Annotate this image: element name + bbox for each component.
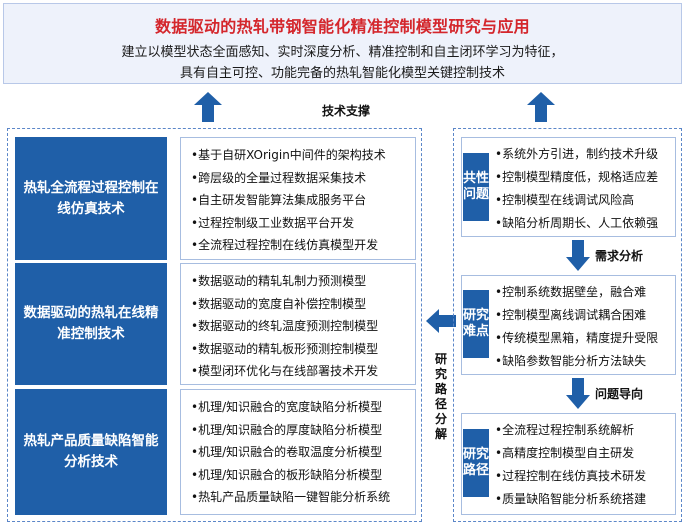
tech-list-precision-control: •数据驱动的精轧轧制力预测模型 •数据驱动的宽度自补偿控制模型 •数据驱动的终轧…	[180, 263, 416, 385]
tech-title-precision-control: 数据驱动的热轧在线精准控制技术	[15, 263, 167, 385]
list-item: •高精度控制模型自主研发	[495, 446, 635, 460]
up-arrow-right	[527, 92, 555, 122]
common-problems-tab: 共性问题	[463, 153, 489, 221]
list-item: •机理/知识融合的宽度缺陷分析模型	[191, 400, 383, 414]
list-item: •过程控制在线仿真技术研发	[495, 469, 647, 483]
problem-oriented-label: 问题导向	[595, 387, 644, 401]
list-item: •数据驱动的宽度自补偿控制模型	[191, 296, 367, 311]
down-arrow-demand	[566, 240, 590, 272]
list-item: •热轧产品质量缺陷一键智能分析系统	[191, 490, 391, 504]
banner-description-line-1: 建立以模型状态全面感知、实时深度分析、精准控制和自主闭环学习为特征，	[121, 45, 564, 60]
research-path-box	[461, 413, 676, 515]
research-path-tab: 研究路径	[463, 429, 489, 497]
list-item: •控制模型精度低，规格适应差	[495, 170, 659, 184]
list-item: •全流程过程控制在线仿真模型开发	[191, 238, 379, 252]
list-item: •跨层级的全量过程数据采集技术	[191, 170, 367, 185]
technology-region	[7, 128, 422, 522]
list-item: •数据驱动的精轧轧制力预测模型	[191, 274, 367, 288]
research-region	[453, 128, 682, 522]
up-arrow-left	[194, 92, 222, 122]
list-item: •全流程过程控制系统解析	[495, 423, 635, 437]
tech-list-defect-analysis: •机理/知识融合的宽度缺陷分析模型 •机理/知识融合的厚度缺陷分析模型 •机理/…	[180, 389, 416, 515]
research-difficulties-tab: 研究难点	[463, 290, 489, 358]
list-item: •传统模型黑箱，精度提升受限	[495, 331, 659, 345]
list-item: •缺陷分析周期长、人工依赖强	[495, 216, 659, 230]
list-item: •机理/知识融合的卷取温度分析模型	[191, 445, 383, 459]
list-item: •质量缺陷智能分析系统搭建	[495, 492, 647, 506]
list-item: •数据驱动的精轧板形预测控制模型	[191, 341, 379, 356]
list-item: •控制系统数据壁垒，融合难	[495, 285, 647, 299]
tech-title-defect-analysis: 热轧产品质量缺陷智能分析技术	[15, 389, 167, 515]
tech-support-label: 技术支撑	[322, 104, 371, 118]
research-difficulties-box	[461, 275, 676, 375]
down-arrow-problem	[566, 378, 590, 410]
tech-title-simulation: 热轧全流程过程控制在线仿真技术	[15, 137, 167, 260]
common-problems-box	[461, 137, 676, 237]
list-item: •控制模型在线调试风险高	[495, 193, 635, 207]
list-item: •数据驱动的终轧温度预测控制模型	[191, 319, 379, 333]
list-item: •机理/知识融合的厚度缺陷分析模型	[191, 422, 383, 437]
list-item: •模型闭环优化与在线部署技术开发	[191, 364, 379, 378]
list-item: •控制模型离线调试耦合困难	[495, 308, 647, 322]
research-path-label: 研究路径分解	[434, 352, 447, 441]
list-item: •机理/知识融合的板形缺陷分析模型	[191, 467, 383, 482]
research-difficulties-list: •控制系统数据壁垒，融合难 •控制模型离线调试耦合困难 •传统模型黑箱，精度提升…	[489, 277, 675, 373]
banner-title: 数据驱动的热轧带钢智能化精准控制模型研究与应用	[155, 17, 530, 36]
banner-description-line-2: 具有自主可控、功能完备的热轧智能化模型关键控制技术	[179, 66, 505, 81]
demand-analysis-label: 需求分析	[595, 249, 644, 263]
goal-banner: 数据驱动的热轧带钢智能化精准控制模型研究与应用 建立以模型状态全面感知、实时深度…	[3, 3, 682, 84]
list-item: •自主研发智能算法集成服务平台	[191, 193, 367, 207]
research-path-list: •全流程过程控制系统解析 •高精度控制模型自主研发 •过程控制在线仿真技术研发 …	[489, 415, 675, 511]
tech-list-simulation: •基于自研XOrigin中间件的架构技术 •跨层级的全量过程数据采集技术 •自主…	[180, 137, 416, 260]
list-item: •基于自研XOrigin中间件的架构技术	[191, 148, 386, 162]
left-arrow	[426, 309, 456, 333]
list-item: •缺陷参数智能分析方法缺失	[495, 354, 647, 368]
common-problems-list: •系统外方引进，制约技术升级 •控制模型精度低，规格适应差 •控制模型在线调试风…	[489, 139, 675, 235]
list-item: •系统外方引进，制约技术升级	[495, 147, 659, 161]
list-item: •过程控制级工业数据平台开发	[191, 215, 355, 230]
